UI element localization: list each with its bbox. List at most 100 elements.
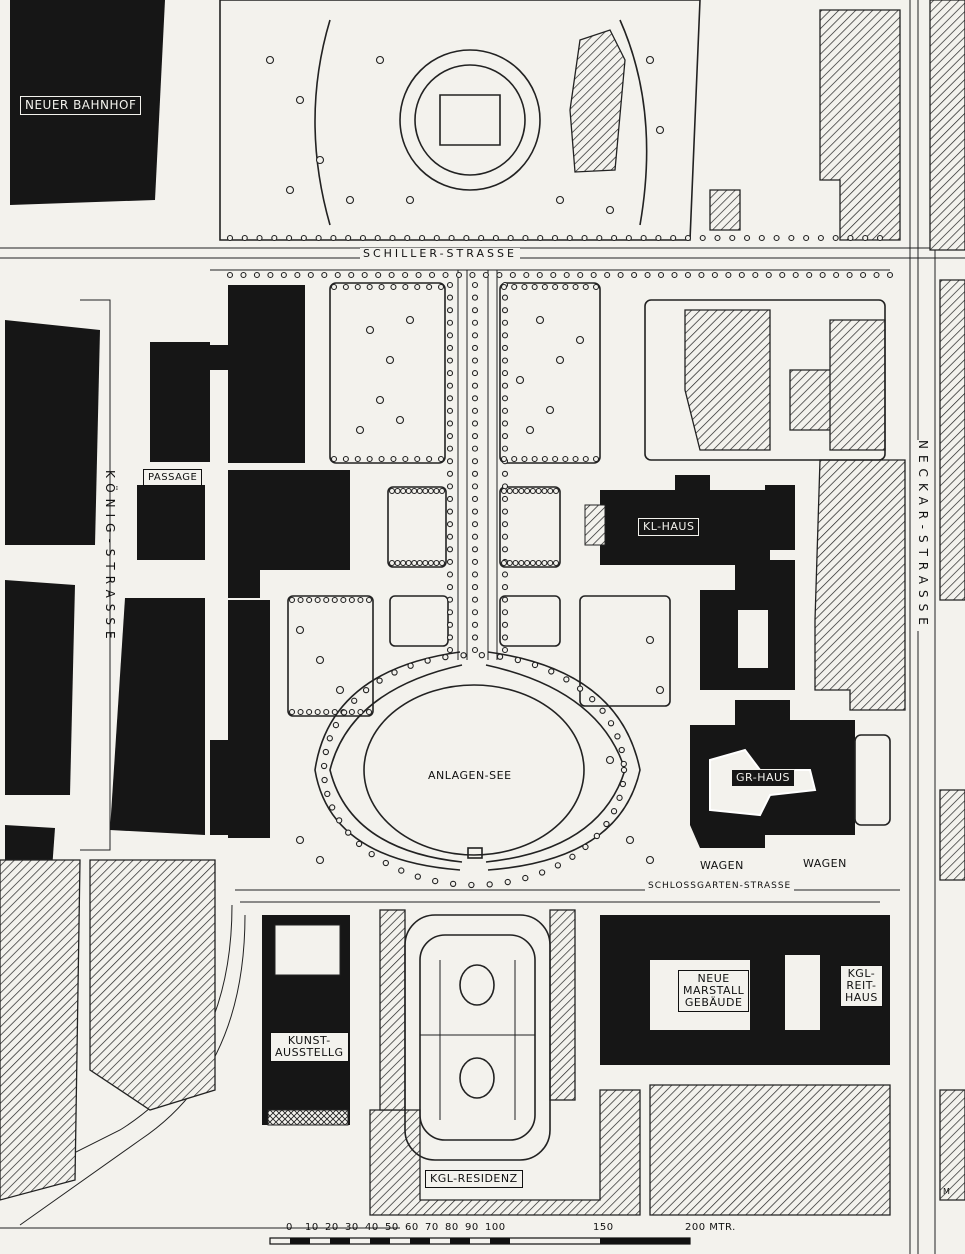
tree-icon	[438, 559, 446, 567]
tree-icon	[531, 661, 539, 669]
tree-icon	[446, 558, 454, 565]
tree-icon	[471, 319, 479, 326]
tree-icon	[552, 455, 559, 463]
tree-icon	[345, 234, 352, 242]
kl-haus-label: KL-HAUS	[638, 518, 700, 537]
tree-icon	[617, 271, 624, 279]
tree-icon	[478, 652, 486, 659]
tree-icon	[552, 283, 559, 291]
tree-icon	[582, 843, 589, 851]
tree-icon	[332, 721, 340, 729]
tree-icon	[362, 686, 370, 694]
tree-icon	[846, 271, 853, 279]
tree-icon	[541, 455, 548, 463]
kgl-reithaus-label: KGL- REIT- HAUS	[840, 965, 883, 1008]
tree-icon	[515, 375, 525, 385]
tree-icon	[315, 655, 325, 665]
tree-icon	[446, 332, 454, 339]
tree-icon	[504, 878, 511, 886]
tree-icon	[471, 584, 479, 591]
tree-icon	[833, 271, 840, 279]
tree-icon	[295, 95, 305, 105]
tree-icon	[581, 234, 588, 242]
tree-icon	[340, 709, 348, 716]
tree-icon	[575, 335, 585, 345]
tree-icon	[548, 668, 555, 675]
tree-icon	[446, 307, 454, 314]
tree-icon	[446, 382, 454, 389]
tree-icon	[555, 355, 565, 365]
tree-icon	[506, 559, 513, 567]
tree-icon	[366, 455, 373, 463]
tree-icon	[388, 559, 396, 567]
tree-icon	[471, 495, 479, 503]
tree-icon	[486, 881, 493, 888]
tree-icon	[265, 55, 275, 65]
tree-icon	[620, 760, 627, 768]
tree-icon	[501, 432, 509, 440]
tree-icon	[314, 596, 321, 604]
tree-icon	[330, 234, 337, 242]
tree-icon	[448, 234, 455, 242]
tree-icon	[876, 234, 884, 242]
scale-tick: 90	[465, 1222, 479, 1233]
block-long	[228, 600, 270, 838]
tree-icon	[306, 596, 313, 604]
tree-icon	[563, 271, 570, 279]
tree-icon	[625, 835, 635, 845]
tree-icon	[817, 234, 824, 242]
tree-icon	[860, 271, 867, 279]
tree-icon	[446, 584, 454, 591]
hatched-buildings	[0, 0, 965, 1216]
scale-tick: 80	[445, 1222, 459, 1233]
tree-icon	[512, 559, 519, 567]
tree-icon	[411, 559, 418, 567]
tree-icon	[471, 508, 479, 515]
tree-icon	[471, 558, 479, 565]
block-mid	[228, 470, 350, 598]
tree-icon	[699, 234, 706, 242]
tree-icon	[501, 332, 509, 339]
tree-icon	[886, 271, 894, 279]
tree-icon	[375, 271, 382, 279]
tree-icon	[446, 357, 454, 364]
tree-icon	[501, 646, 509, 654]
tree-icon	[541, 487, 548, 495]
block-pass-south	[137, 485, 205, 560]
tree-icon	[394, 487, 401, 495]
tree-icon	[847, 234, 854, 242]
tree-icon	[405, 195, 415, 205]
tree-icon	[315, 234, 322, 242]
tree-icon	[446, 533, 454, 540]
tree-icon	[596, 234, 603, 242]
tree-icon	[460, 652, 467, 659]
tree-icon	[671, 271, 678, 279]
tree-icon	[611, 234, 618, 242]
tree-icon	[330, 283, 338, 291]
tree-icon	[315, 155, 325, 165]
block-middle-west	[110, 598, 205, 835]
tree-icon	[873, 271, 880, 279]
tree-icon	[684, 234, 692, 242]
tree-icon	[385, 355, 395, 365]
block-west-1	[5, 320, 100, 545]
tree-icon	[446, 445, 454, 452]
tree-icon	[427, 559, 434, 567]
tree-icon	[645, 635, 655, 645]
tree-icon	[714, 234, 721, 242]
tree-icon	[446, 495, 454, 503]
residenz-wings	[369, 1089, 641, 1216]
tree-icon	[523, 271, 530, 279]
tree-icon	[348, 596, 355, 604]
neue-marstall-label: NEUE MARSTALL GEBÄUDE	[678, 970, 750, 1013]
tree-icon	[547, 559, 554, 567]
tree-icon	[446, 470, 454, 477]
tree-icon	[631, 271, 638, 279]
tree-icon	[455, 271, 463, 279]
tree-icon	[618, 746, 625, 754]
tree-icon	[501, 382, 509, 389]
tree-icon	[414, 283, 421, 291]
tree-icon	[389, 234, 396, 242]
tree-icon	[471, 307, 479, 314]
